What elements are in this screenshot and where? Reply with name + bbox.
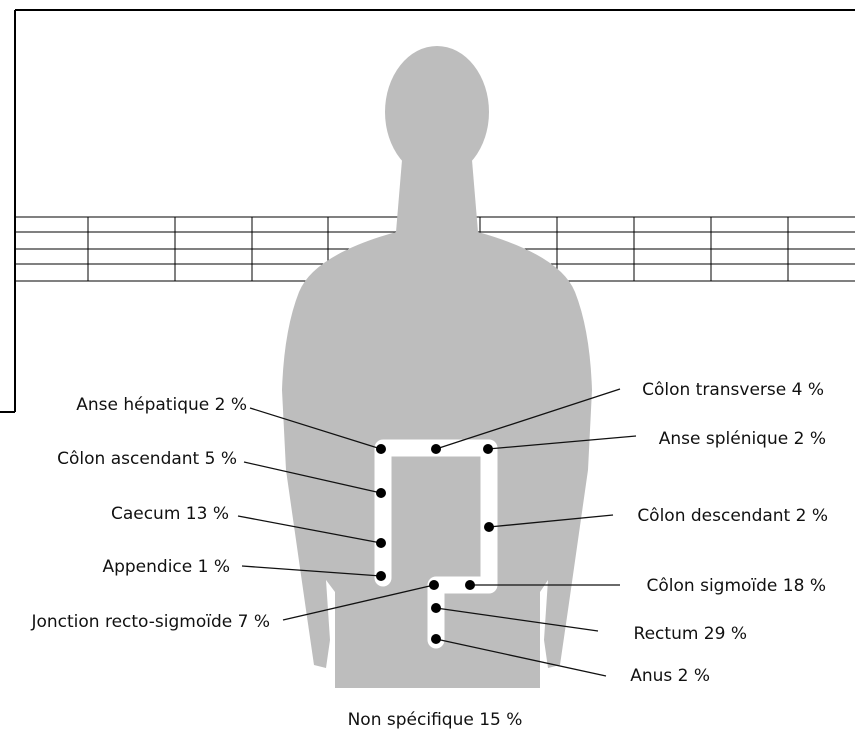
dot-colon-descendant xyxy=(484,522,494,532)
dot-jonction xyxy=(429,580,439,590)
label-colon-transverse: Côlon transverse 4 % xyxy=(642,380,824,400)
dot-anse-splenique xyxy=(483,444,493,454)
label-appendice: Appendice 1 % xyxy=(102,557,230,577)
label-anse-hepatique: Anse hépatique 2 % xyxy=(76,395,247,415)
dot-anus xyxy=(431,634,441,644)
label-caecum: Caecum 13 % xyxy=(111,504,229,524)
label-colon-sigmoide: Côlon sigmoïde 18 % xyxy=(647,576,826,596)
label-anse-splenique: Anse splénique 2 % xyxy=(659,429,826,449)
label-colon-ascendant: Côlon ascendant 5 % xyxy=(57,449,237,469)
dot-rectum xyxy=(431,603,441,613)
dot-appendice xyxy=(376,571,386,581)
head-shape xyxy=(385,46,489,178)
dot-caecum xyxy=(376,538,386,548)
dot-colon-ascendant xyxy=(376,488,386,498)
dot-colon-transverse xyxy=(431,444,441,454)
label-rectum: Rectum 29 % xyxy=(634,624,747,644)
label-jonction: Jonction recto-sigmoïde 7 % xyxy=(30,612,270,632)
label-non-specifique: Non spécifique 15 % xyxy=(348,710,523,730)
label-colon-descendant: Côlon descendant 2 % xyxy=(637,506,828,526)
label-anus: Anus 2 % xyxy=(630,666,710,686)
dot-anse-hepatique xyxy=(376,444,386,454)
dot-colon-sigmoide xyxy=(465,580,475,590)
